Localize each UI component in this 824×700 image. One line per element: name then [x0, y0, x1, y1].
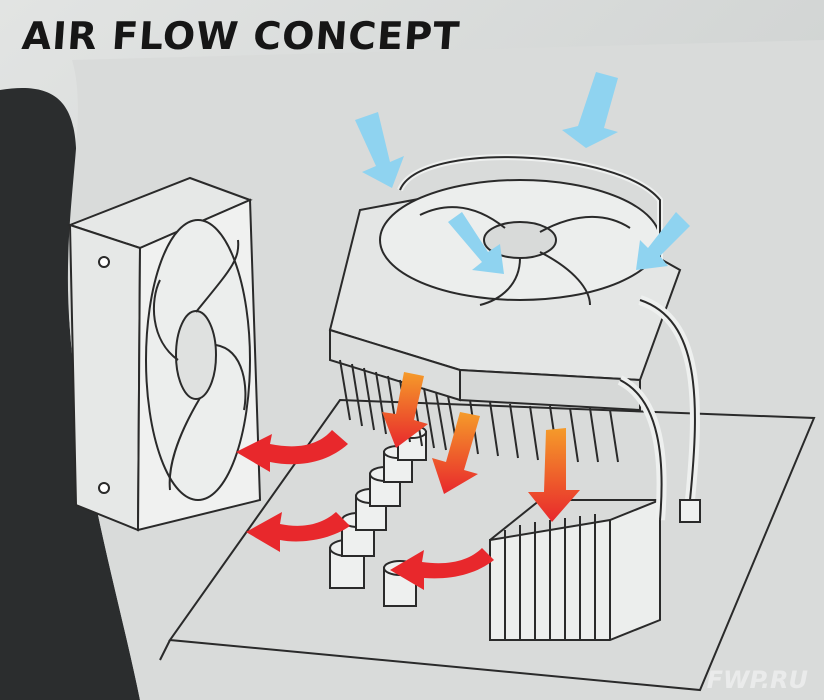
intake-arrow-icon — [448, 212, 504, 274]
motherboard — [159, 398, 816, 692]
intake-arrows — [355, 72, 690, 274]
exhaust-arrow-icon — [382, 372, 428, 448]
cpu-cooler-icon — [328, 154, 701, 523]
dark-curved-edge — [0, 87, 140, 700]
exhaust-arrow-icon — [390, 548, 494, 590]
exhaust-arrow-icon — [528, 428, 580, 522]
intake-arrow-icon — [562, 72, 618, 148]
exhaust-arrow-icon — [246, 512, 350, 552]
exhaust-arrow-icon — [432, 412, 480, 494]
intake-arrow-icon — [355, 112, 404, 188]
diagram-title: AIR FLOW CONCEPT — [20, 14, 462, 58]
exhaust-arrows — [236, 372, 580, 590]
chipset-heatsink-icon — [489, 498, 661, 641]
watermark-logo: FWP.RU — [706, 666, 808, 694]
exhaust-arrow-icon — [236, 430, 348, 472]
intake-arrow-icon — [636, 212, 690, 270]
case-fan-icon — [67, 176, 262, 532]
